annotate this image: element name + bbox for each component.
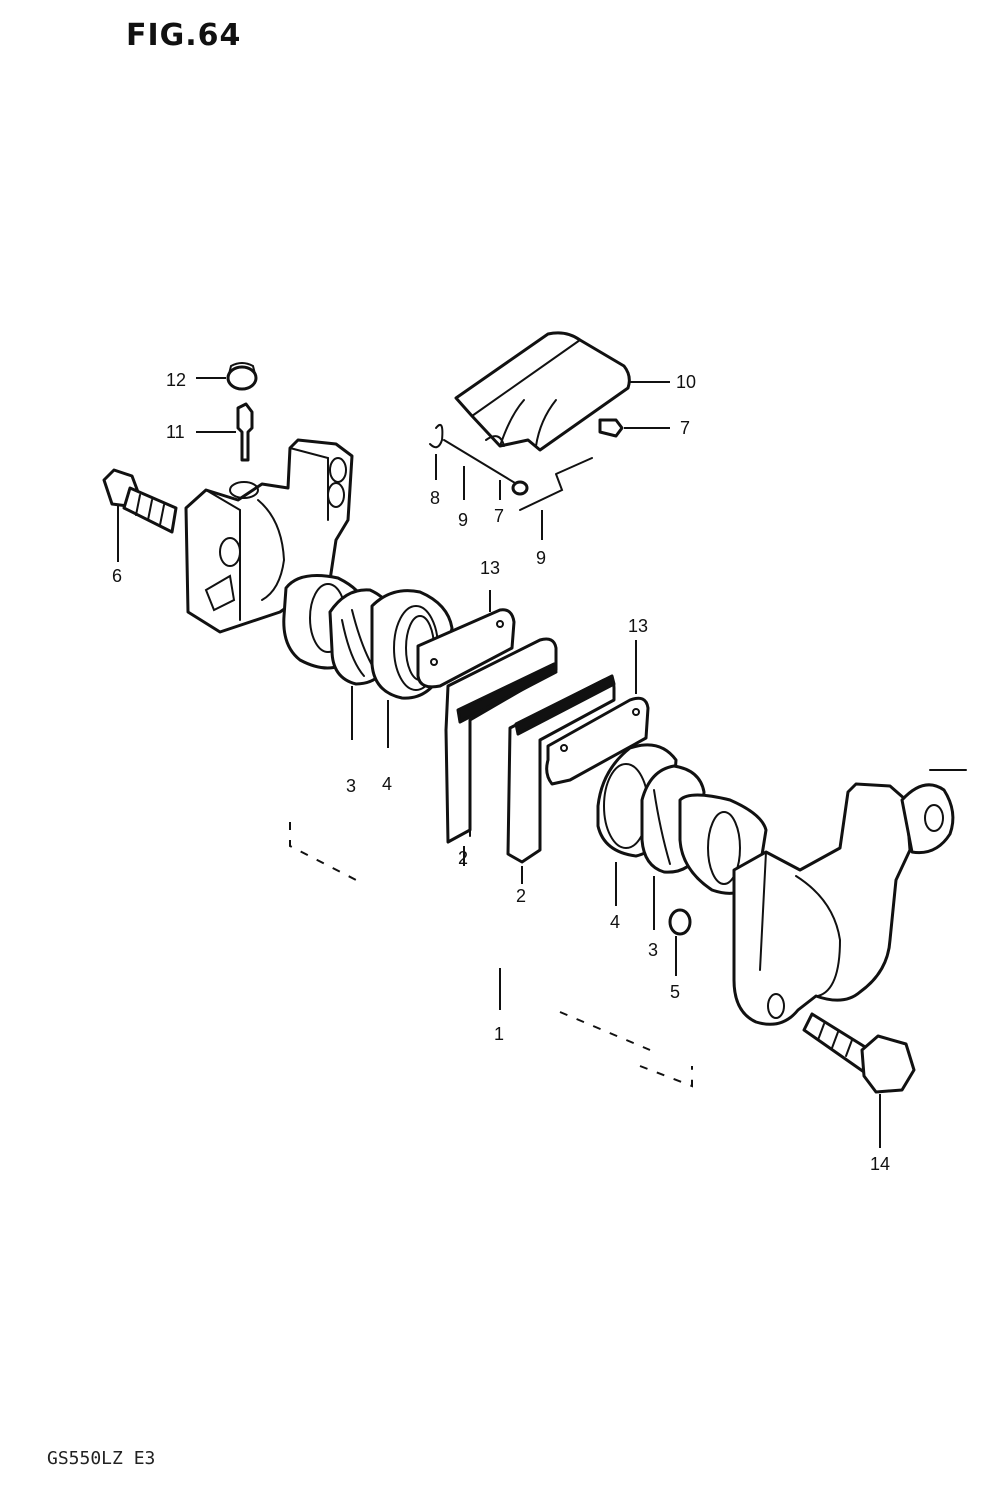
pad-pin-upper xyxy=(598,418,670,438)
brake-pad-right xyxy=(506,674,616,884)
mounting-bolt-left xyxy=(102,468,178,562)
pad-spring-upper xyxy=(463,435,505,500)
caliper-body-right xyxy=(732,769,967,1026)
callout-2: 2 xyxy=(516,886,526,906)
callout-6: 6 xyxy=(112,566,122,586)
callout-13: 13 xyxy=(628,616,648,636)
pad-shim-left xyxy=(416,590,516,689)
assembly-bracket xyxy=(289,822,693,1088)
callout-4: 4 xyxy=(610,912,620,932)
pad-shim-right xyxy=(545,640,650,786)
callout-9: 9 xyxy=(458,510,468,530)
callout-3: 3 xyxy=(648,940,658,960)
callout-13: 13 xyxy=(480,558,500,578)
callout-7: 7 xyxy=(494,506,504,526)
callout-7: 7 xyxy=(680,418,690,438)
callout-1: 1 xyxy=(494,1024,504,1044)
pad-pin-long xyxy=(443,439,529,500)
bleeder-plug xyxy=(668,908,692,976)
callout-2: 2 xyxy=(458,848,468,868)
bleeder-valve xyxy=(196,402,254,462)
callout-3: 3 xyxy=(346,776,356,796)
callout-11: 11 xyxy=(166,422,185,442)
callout-10: 10 xyxy=(676,372,696,392)
callout-4: 4 xyxy=(382,774,392,794)
mounting-bolt-right xyxy=(802,1012,916,1148)
callout-14: 14 xyxy=(870,1154,890,1174)
bleeder-cap xyxy=(196,362,258,391)
brake-pad-left xyxy=(444,637,558,866)
model-code: GS550LZ E3 xyxy=(47,1448,156,1469)
callout-5: 5 xyxy=(670,982,680,1002)
pad-spring-lower xyxy=(519,457,593,540)
figure-title: FIG.64 xyxy=(126,18,242,53)
callout-12: 12 xyxy=(166,370,186,390)
pin-clip xyxy=(429,424,444,480)
pad-cover xyxy=(454,331,670,452)
callout-8: 8 xyxy=(430,488,440,508)
callout-9: 9 xyxy=(536,548,546,568)
